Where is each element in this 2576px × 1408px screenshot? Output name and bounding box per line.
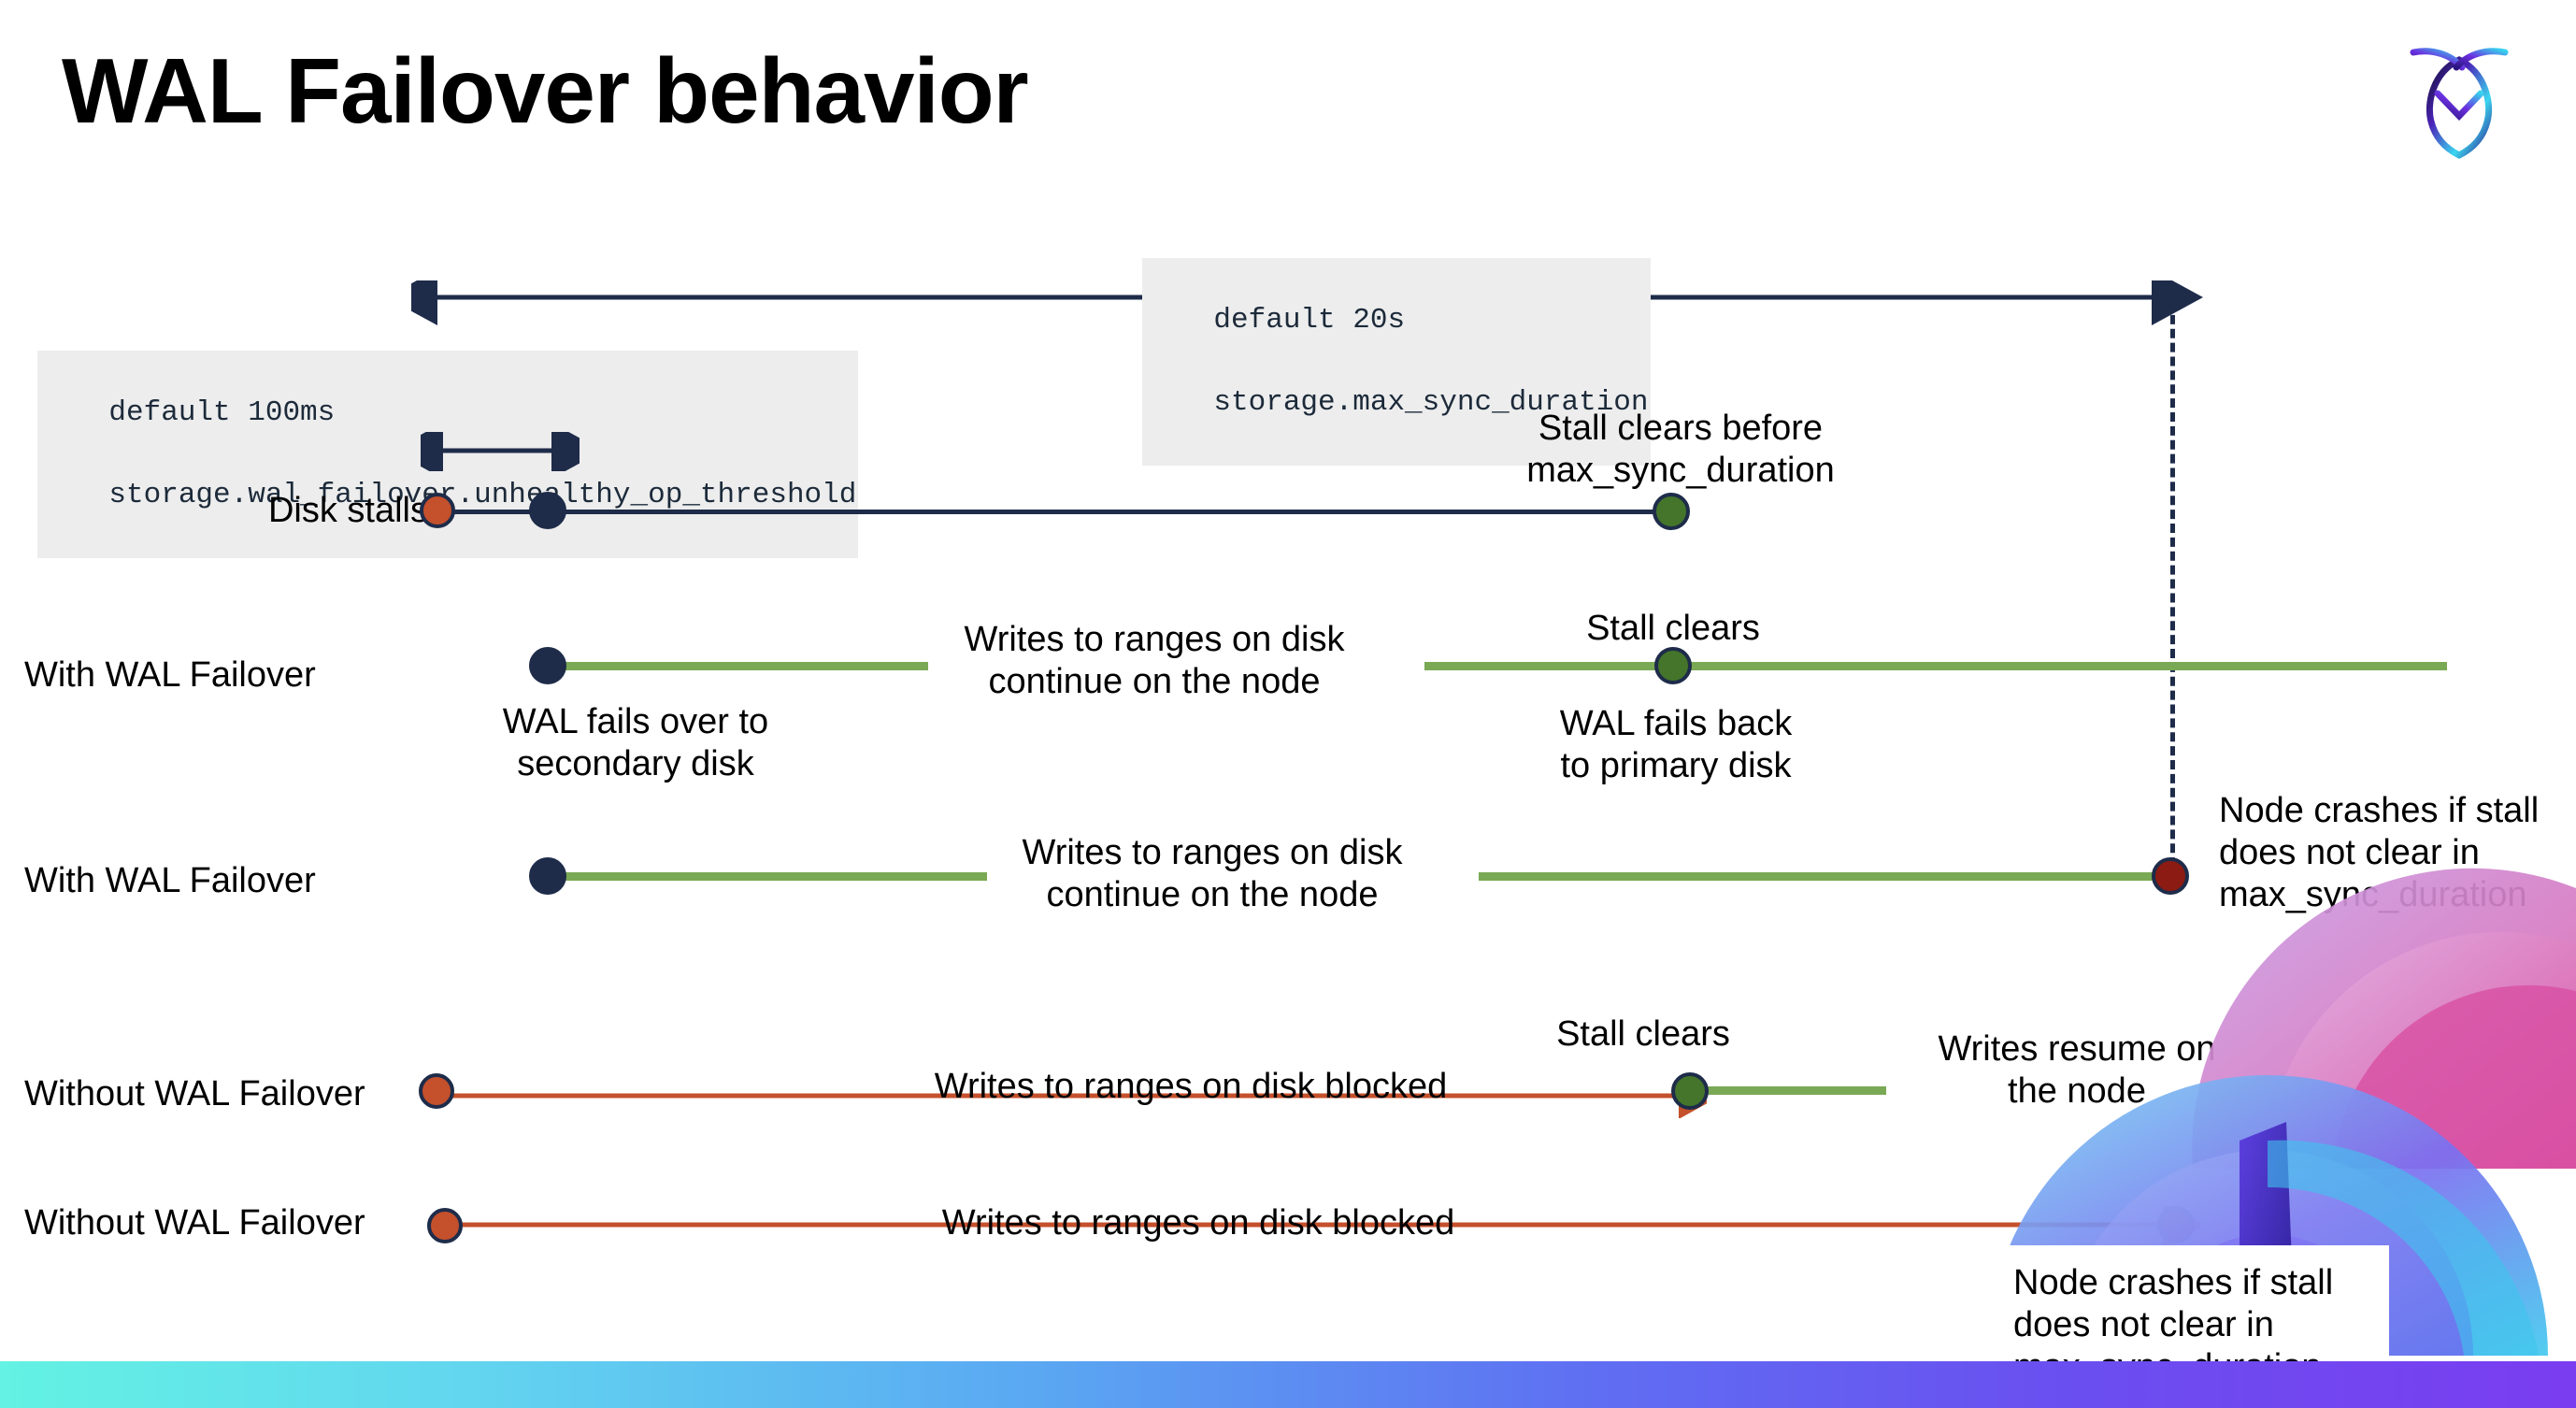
without-failover-resume-segment-1 <box>1682 1086 1886 1095</box>
without-failover-blocked-arrow-1 <box>443 1077 1707 1118</box>
stall-clear-marker-3 <box>1671 1072 1709 1110</box>
unhealthy-op-threshold-span-arrow <box>421 432 580 471</box>
with-failover-green-segment-left <box>548 662 928 670</box>
note-stall-clears-before-max-sync: Stall clears before max_sync_duration <box>1526 409 1835 490</box>
wal-failover-start-marker <box>529 647 566 684</box>
max-sync-duration-dropline <box>2170 301 2175 881</box>
note-wal-fails-over: WAL fails over to secondary disk <box>502 702 769 783</box>
node-crash-marker-1 <box>2152 857 2189 895</box>
note-node-crashes-1: Node crashes if stall does not clear in … <box>2219 791 2540 914</box>
disk-stall-clear-marker <box>1653 493 1690 530</box>
stall-start-marker-2 <box>427 1208 463 1243</box>
page-title: WAL Failover behavior <box>62 39 1029 142</box>
wal-failover-start-marker-2 <box>529 857 566 895</box>
with-failover-crash-segment-right <box>1479 872 2170 881</box>
row-label-with-wal-failover-1: With WAL Failover <box>24 655 316 695</box>
note-writes-resume: Writes resume on the node <box>1938 1029 2216 1111</box>
max-sync-setting-line: storage.max_sync_duration <box>1213 386 1649 420</box>
row-label-with-wal-failover-2: With WAL Failover <box>24 861 316 900</box>
max-sync-duration-annotation: default 20s storage.max_sync_duration <box>1142 258 1651 467</box>
node-crash-marker-2 <box>2157 1206 2195 1243</box>
wal-stall-clear-marker <box>1654 647 1692 684</box>
note-writes-blocked-1: Writes to ranges on disk blocked <box>934 1067 1448 1106</box>
row-label-disk-stalls: Disk stalls <box>267 491 428 530</box>
stall-start-marker-1 <box>419 1073 454 1109</box>
disk-stalls-timeline <box>439 510 1675 514</box>
row-label-without-wal-failover-2: Without WAL Failover <box>24 1203 365 1243</box>
without-failover-resume-segment-2 <box>2292 1086 2458 1095</box>
with-failover-green-segment-right <box>1424 662 2447 670</box>
bottom-gradient-bar <box>0 1361 2576 1408</box>
note-writes-continue-2: Writes to ranges on disk continue on the… <box>1022 833 1403 914</box>
disk-stall-failover-marker <box>529 492 566 529</box>
note-stall-clears-1: Stall clears <box>1586 609 1760 648</box>
unhealthy-setting-line: storage.wal_failover.unhealthy_op_thresh… <box>108 479 857 512</box>
note-stall-clears-2: Stall clears <box>1556 1014 1730 1054</box>
note-writes-continue-1: Writes to ranges on disk continue on the… <box>964 620 1345 701</box>
note-wal-fails-back: WAL fails back to primary disk <box>1559 704 1793 785</box>
disk-stall-start-marker <box>420 493 455 528</box>
note-writes-blocked-2: Writes to ranges on disk blocked <box>941 1203 1455 1243</box>
with-failover-crash-segment-left <box>548 872 987 881</box>
row-label-without-wal-failover-1: Without WAL Failover <box>24 1074 365 1113</box>
unhealthy-default-line: default 100ms <box>108 396 336 430</box>
without-failover-blocked-arrow-2 <box>451 1206 2200 1247</box>
cockroachdb-logo-icon <box>2389 24 2529 165</box>
max-sync-default-line: default 20s <box>1213 304 1406 338</box>
